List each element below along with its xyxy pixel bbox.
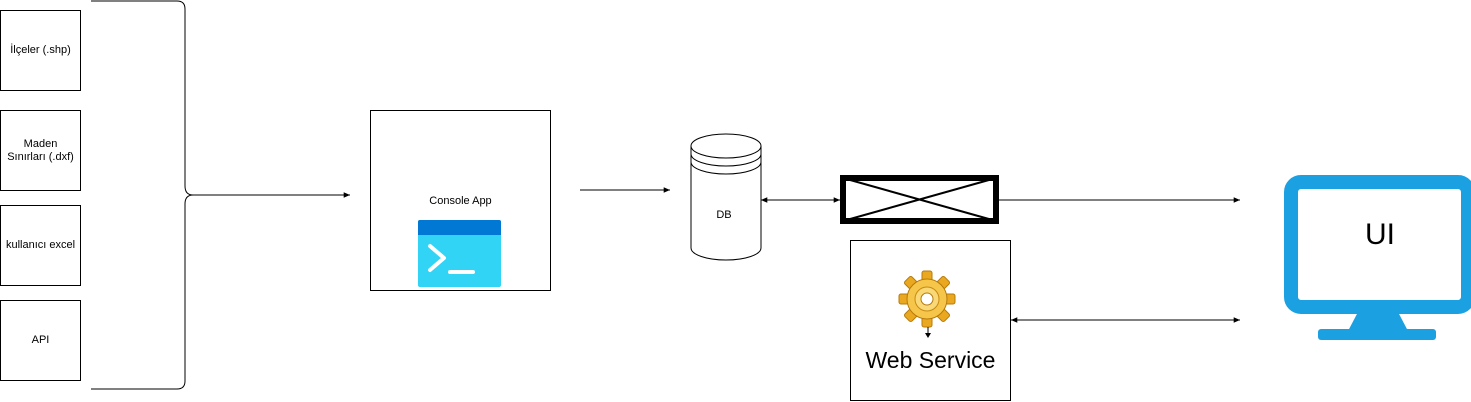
db-label: DB: [716, 209, 731, 221]
ui-label: UI: [1365, 218, 1395, 251]
source-label-kullanici-excel: kullanıcı excel: [5, 239, 76, 251]
source-box-ilceler: İlçeler (.shp): [0, 10, 81, 91]
source-label-ilceler: İlçeler (.shp): [10, 44, 71, 56]
terminal-icon: [418, 220, 501, 287]
console-app-box: Console App: [370, 110, 551, 291]
monitor-icon: [1284, 175, 1471, 340]
source-box-api: API: [0, 300, 81, 381]
crossed-box: [840, 175, 999, 224]
source-label-api: API: [31, 334, 50, 346]
source-group-bracket: [91, 0, 194, 390]
source-label-maden-line2: Sınırları (.dxf): [7, 150, 74, 163]
source-label-maden-line1: Maden: [23, 137, 58, 150]
web-service-label: Web Service: [865, 347, 996, 373]
source-box-kullanici-excel: kullanıcı excel: [0, 205, 81, 286]
database-cylinder: [690, 133, 762, 261]
source-box-maden-sinirlari: Maden Sınırları (.dxf): [0, 110, 81, 191]
gear-icon: [898, 270, 956, 338]
web-service-box: Web Service: [850, 240, 1011, 401]
console-app-label: Console App: [429, 195, 492, 207]
